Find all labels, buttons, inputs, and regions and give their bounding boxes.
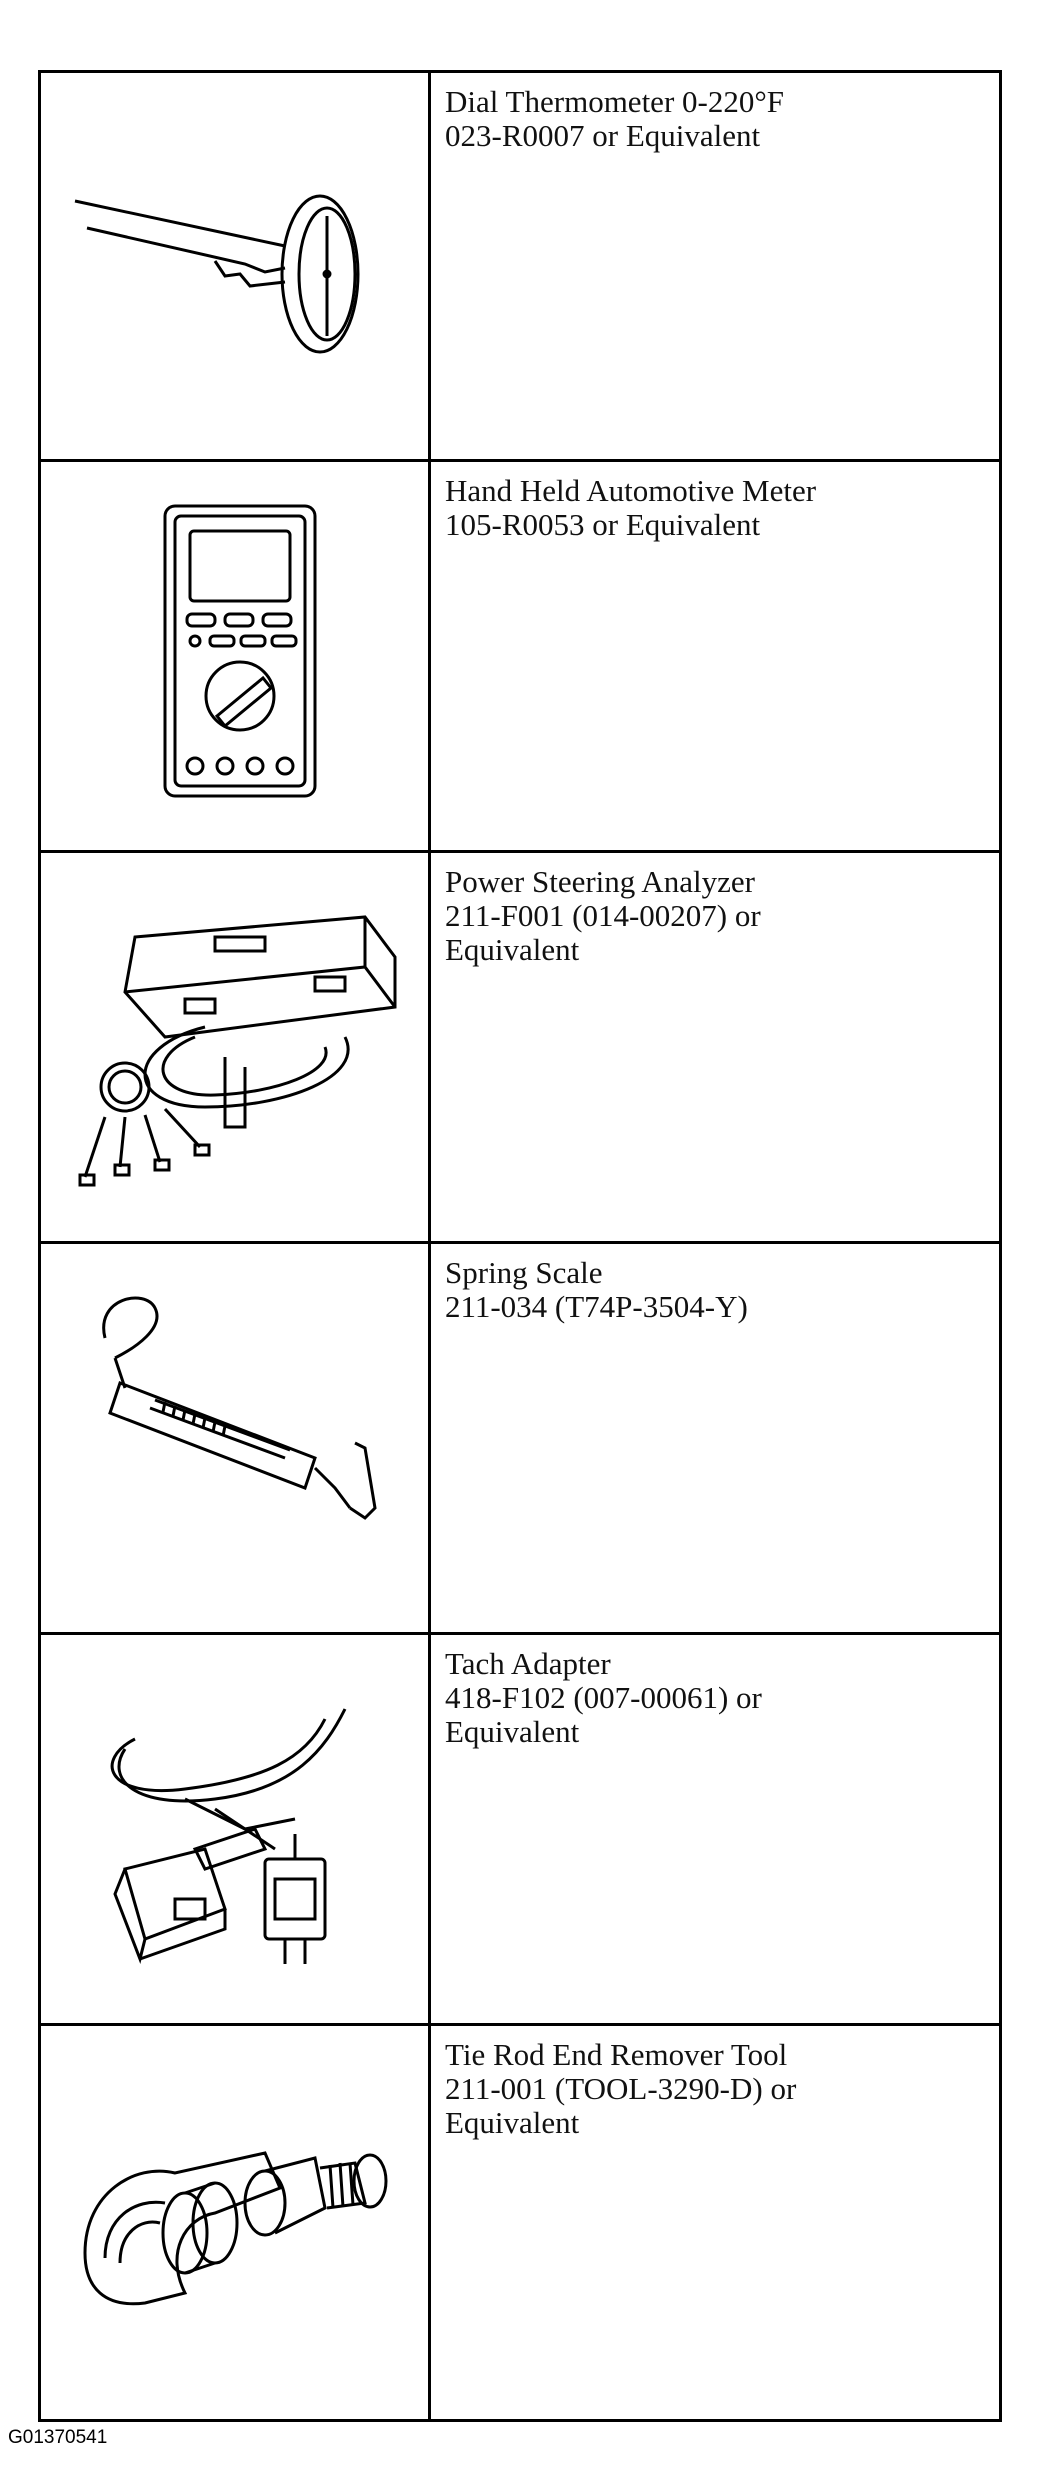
tool-description: Tach Adapter 418-F102 (007-00061) or Equ… <box>431 1635 999 2023</box>
tool-part-number: 211-034 (T74P-3504-Y) <box>445 1289 748 1324</box>
tool-name: Tie Rod End Remover Tool <box>445 2037 788 2072</box>
table-row: Tach Adapter 418-F102 (007-00061) or Equ… <box>41 1632 999 2023</box>
tool-name: Hand Held Automotive Meter <box>445 473 817 508</box>
tool-illustration-cell <box>41 853 431 1241</box>
tool-part-number: 211-001 (TOOL-3290-D) or <box>445 2071 797 2106</box>
dial-thermometer-icon <box>65 96 405 436</box>
tool-description: Power Steering Analyzer 211-F001 (014-00… <box>431 853 999 1241</box>
tool-illustration-cell <box>41 462 431 850</box>
table-row: Spring Scale 211-034 (T74P-3504-Y) <box>41 1241 999 1632</box>
power-steering-analyzer-icon <box>65 877 405 1217</box>
tool-part-number: 211-F001 (014-00207) or <box>445 898 761 933</box>
tool-part-number: 418-F102 (007-00061) or <box>445 1680 762 1715</box>
tool-description: Hand Held Automotive Meter 105-R0053 or … <box>431 462 999 850</box>
tool-description: Dial Thermometer 0-220°F 023-R0007 or Eq… <box>431 73 999 459</box>
tool-illustration-cell <box>41 1635 431 2023</box>
tool-part-extra: Equivalent <box>445 1714 580 1749</box>
table-row: Tie Rod End Remover Tool 211-001 (TOOL-3… <box>41 2023 999 2419</box>
tool-part-extra: Equivalent <box>445 932 580 967</box>
tach-adapter-icon <box>65 1659 405 1999</box>
spring-scale-icon <box>65 1268 405 1608</box>
tool-description: Spring Scale 211-034 (T74P-3504-Y) <box>431 1244 999 1632</box>
tool-part-number: 105-R0053 or Equivalent <box>445 507 761 542</box>
tie-rod-end-remover-icon <box>65 2053 405 2393</box>
tool-part-number: 023-R0007 or Equivalent <box>445 118 761 153</box>
tool-illustration-cell <box>41 2026 431 2419</box>
tool-description: Tie Rod End Remover Tool 211-001 (TOOL-3… <box>431 2026 999 2419</box>
table-row: Hand Held Automotive Meter 105-R0053 or … <box>41 459 999 850</box>
tool-part-extra: Equivalent <box>445 2105 580 2140</box>
tool-illustration-cell <box>41 1244 431 1632</box>
tool-name: Dial Thermometer 0-220°F <box>445 84 784 119</box>
tool-name: Tach Adapter <box>445 1646 611 1681</box>
tool-name: Power Steering Analyzer <box>445 864 755 899</box>
figure-id: G01370541 <box>8 2427 108 2448</box>
table-row: Dial Thermometer 0-220°F 023-R0007 or Eq… <box>41 73 999 459</box>
tool-name: Spring Scale <box>445 1255 603 1290</box>
table-row: Power Steering Analyzer 211-F001 (014-00… <box>41 850 999 1241</box>
multimeter-icon <box>65 486 405 826</box>
tool-illustration-cell <box>41 73 431 459</box>
tool-table: Dial Thermometer 0-220°F 023-R0007 or Eq… <box>38 70 1002 2422</box>
